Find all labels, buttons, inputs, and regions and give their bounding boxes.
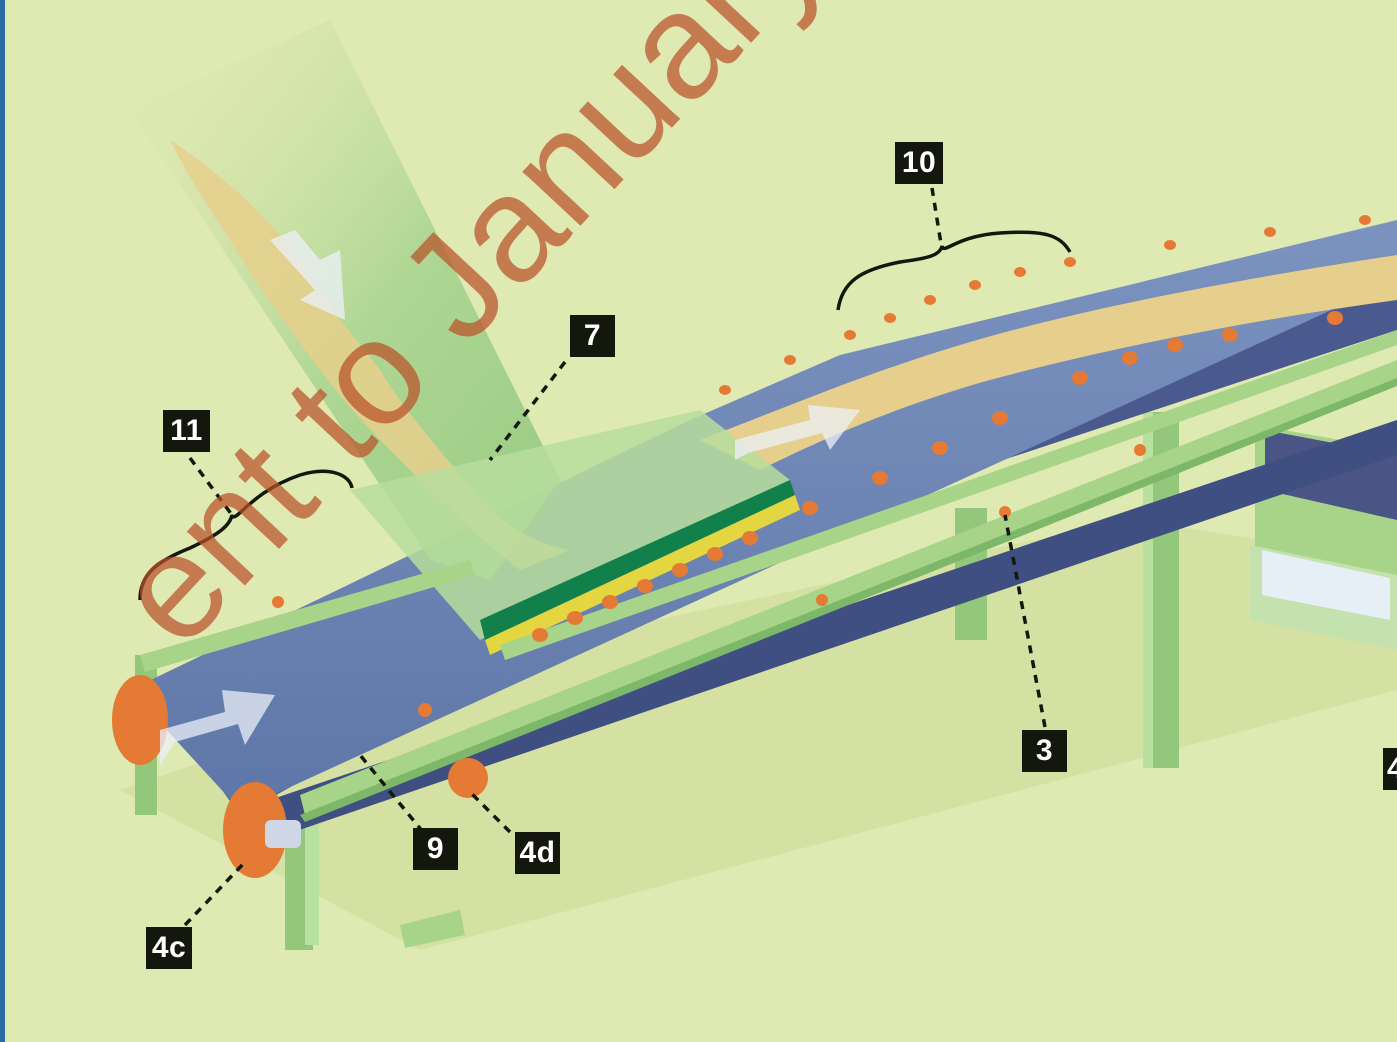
callout-11: 11 — [163, 410, 210, 452]
frame-edge — [0, 0, 5, 1042]
callout-4c: 4c — [146, 927, 192, 969]
callout-3: 3 — [1022, 730, 1067, 772]
brace-icon — [138, 230, 1072, 601]
hopper-strip — [485, 495, 800, 655]
material-stream — [170, 140, 570, 570]
hopper-rail — [480, 480, 795, 640]
return-belt — [240, 420, 1397, 840]
callout-4: 4 — [1383, 748, 1397, 790]
frame-rails — [140, 330, 1397, 822]
hopper-box — [350, 410, 790, 640]
callout-4d: 4d — [515, 832, 560, 874]
flow-arrow-icon — [160, 230, 860, 765]
callout-10: 10 — [895, 142, 943, 184]
callout-7: 7 — [570, 315, 615, 357]
callout-9: 9 — [413, 828, 458, 870]
chute — [130, 20, 560, 580]
pulleys — [112, 675, 488, 878]
leader-lines — [183, 187, 1047, 927]
material-on-belt — [700, 255, 1397, 470]
idler-rollers — [272, 215, 1371, 717]
